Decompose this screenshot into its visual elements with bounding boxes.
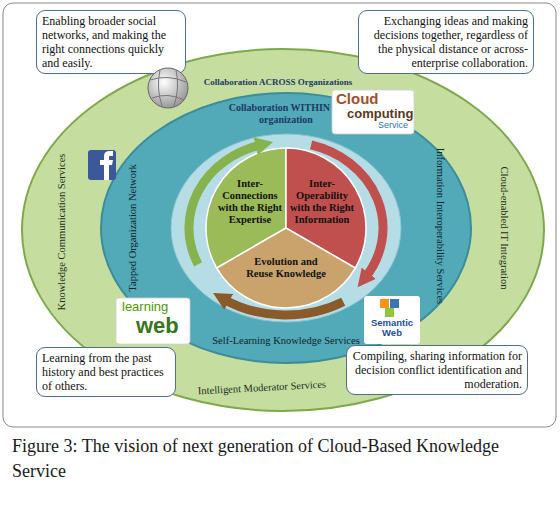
ring-label: Tapped Organization Network [127, 143, 139, 313]
ring-label: Collaboration ACROSS Organizations [168, 77, 388, 87]
facebook-logo [88, 150, 116, 180]
callout-text: Exchanging ideas and making decisions to… [364, 14, 528, 70]
callout-box: Exchanging ideas and making decisions to… [358, 10, 534, 74]
logo-square [88, 150, 116, 180]
logo-text: Cloud [336, 91, 379, 108]
figure-caption: Figure 3: The vision of next generation … [12, 434, 554, 484]
callout-text: Compiling, sharing information for decis… [352, 349, 522, 391]
sector-label: Inter-Connections with the Right Experti… [217, 178, 283, 226]
ring-label: Collaboration WITHIN an organization [226, 102, 346, 125]
logo-text: web [136, 314, 179, 338]
globe-body [148, 68, 188, 108]
logo-block [380, 299, 389, 308]
logo-text: learning [122, 300, 168, 314]
ring-label: Cloud-enabled IT Integration [498, 138, 510, 318]
callout-text: Learning from the past history and best … [42, 351, 170, 393]
globe-lines [150, 70, 186, 106]
ring-label: Knowledge Communication Services [56, 132, 68, 332]
cycle-arrow [224, 299, 343, 315]
ring-band [101, 93, 471, 363]
logo-text: Semantic Web [366, 318, 418, 339]
ellipse-band [22, 49, 544, 411]
logo-block [390, 299, 399, 308]
sector-shape [217, 228, 356, 308]
logo-background [364, 296, 420, 344]
logo-block [385, 308, 394, 317]
word-cloud-image [332, 90, 414, 134]
semantic-web-logo [364, 296, 420, 344]
wikipedia-globe [148, 68, 188, 108]
callout-box: Compiling, sharing information for decis… [346, 345, 528, 395]
callout-text: Enabling broader social networks, and ma… [42, 14, 180, 70]
callout-box: Learning from the past history and best … [36, 347, 176, 397]
cycle-arrow [189, 145, 261, 265]
ring-label: Information Interoperability Services [434, 121, 446, 331]
inner-annulus [171, 134, 401, 322]
sector-label: Inter-Operability with the Right Informa… [289, 178, 355, 226]
logo-text: computing [347, 107, 413, 121]
word-cloud-image [116, 298, 190, 344]
logo-letter-shape [100, 151, 113, 180]
cycle-arrow [311, 145, 383, 278]
pie-sector: Evolution and Reuse Knowledge [216, 228, 356, 308]
figure-frame [3, 3, 556, 427]
callout-box: Enabling broader social networks, and ma… [36, 10, 186, 74]
sector-label: Evolution and Reuse Knowledge [244, 256, 328, 280]
logo-text: Service [378, 121, 408, 131]
